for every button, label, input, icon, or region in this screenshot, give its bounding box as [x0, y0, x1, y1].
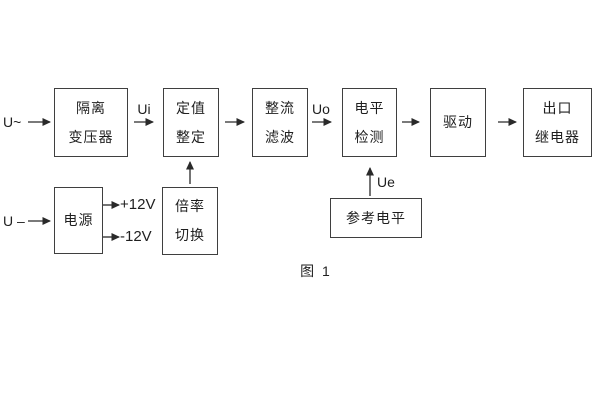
block-level-detection: 电平 检测 [342, 88, 397, 157]
block-rectifier-filter-line1: 整流 [265, 99, 295, 116]
block-output-relay-line2: 继电器 [535, 128, 580, 145]
block-power-supply-label: 电源 [63, 212, 94, 228]
rail-label-plus12v: +12V [120, 196, 156, 213]
figure-caption: 图 1 [300, 263, 332, 279]
block-isolation-transformer: 隔离 变压器 [54, 88, 128, 157]
block-setting-adjustment-line2: 整定 [176, 128, 206, 145]
block-driver-label: 驱动 [443, 114, 473, 130]
input-label-dc: U – [3, 213, 25, 229]
rail-label-minus12v: -12V [120, 228, 152, 245]
block-level-detection-line2: 检测 [354, 128, 385, 145]
block-reference-level-label: 参考电平 [346, 209, 406, 226]
block-setting-adjustment: 定值 整定 [163, 88, 219, 157]
block-ratio-switch-line2: 切换 [175, 227, 205, 243]
signal-label-ue: Ue [377, 174, 395, 190]
block-isolation-transformer-line1: 隔离 [76, 99, 106, 116]
block-ratio-switch-line1: 倍率 [175, 198, 205, 214]
block-rectifier-filter-line2: 滤波 [265, 128, 295, 145]
block-output-relay: 出口 继电器 [523, 88, 592, 157]
block-driver: 驱动 [430, 88, 486, 157]
block-power-supply: 电源 [54, 187, 103, 254]
block-ratio-switch: 倍率 切换 [162, 187, 218, 255]
block-output-relay-line1: 出口 [542, 99, 573, 116]
block-setting-adjustment-line1: 定值 [176, 99, 206, 116]
signal-label-uo: Uo [312, 101, 330, 117]
block-rectifier-filter: 整流 滤波 [252, 88, 308, 157]
input-label-ac: U~ [3, 114, 22, 130]
block-reference-level: 参考电平 [330, 198, 422, 238]
block-isolation-transformer-line2: 变压器 [68, 128, 114, 145]
signal-label-ui: Ui [137, 101, 151, 117]
block-level-detection-line1: 电平 [354, 99, 385, 116]
